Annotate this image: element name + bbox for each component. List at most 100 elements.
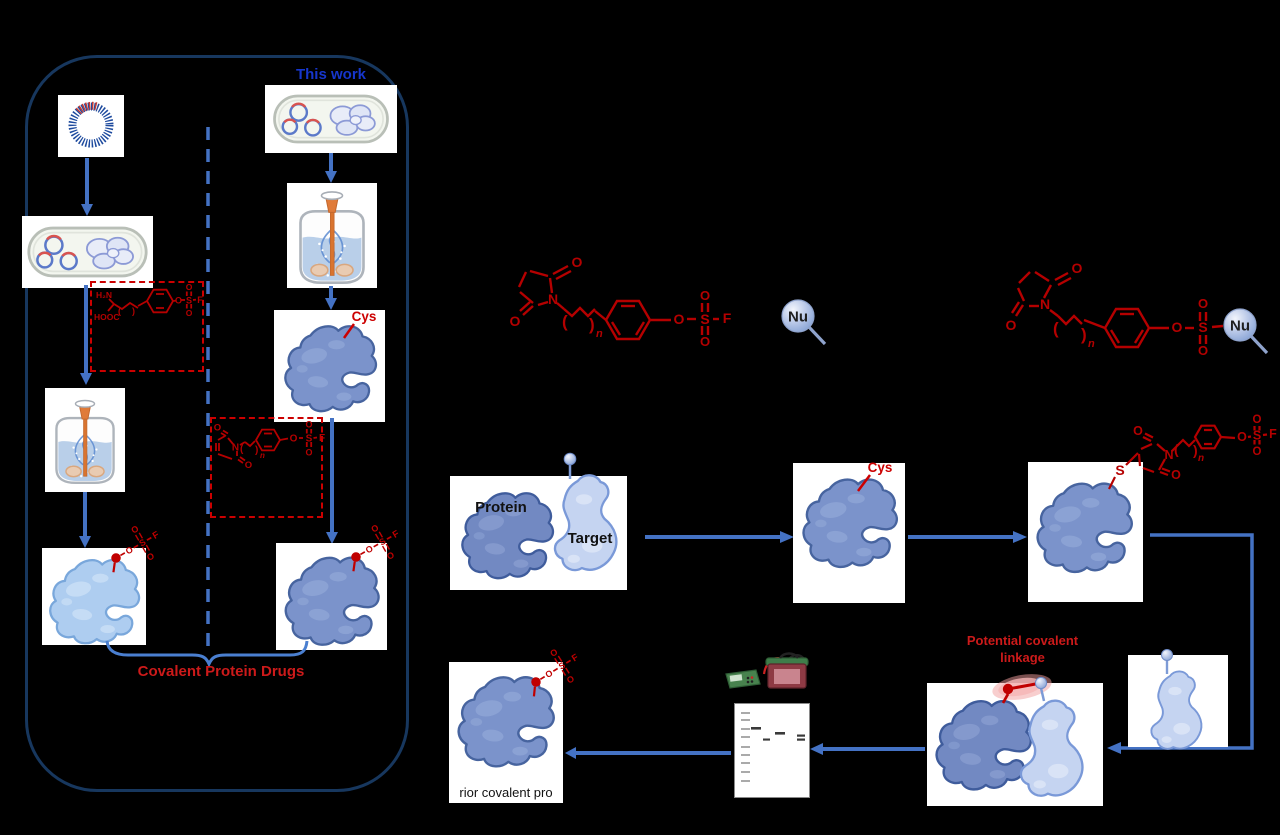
atom-O: O bbox=[1133, 424, 1143, 438]
cys-callout-panel: Cys bbox=[342, 309, 377, 339]
sub-n: n bbox=[1088, 338, 1095, 350]
arrow-pair-to-cys bbox=[645, 531, 794, 543]
atom-S: S bbox=[1198, 319, 1207, 335]
atom-O: O bbox=[510, 313, 521, 329]
panel-divider-dashed-line bbox=[206, 127, 210, 646]
atom-O: O bbox=[1006, 317, 1017, 333]
arrow-plasmid-to-bacteria bbox=[81, 158, 93, 216]
atom-O: O bbox=[175, 296, 182, 306]
paren-close: ) bbox=[1193, 442, 1198, 458]
atom-O: O bbox=[214, 423, 221, 434]
maleimide-structure: N O O ( ) n O S O O F bbox=[214, 420, 325, 472]
brace-covalent-drugs bbox=[105, 640, 309, 668]
atom-H2N: H₂N bbox=[96, 290, 112, 300]
arrow-bioreactor-to-product-left bbox=[79, 492, 91, 548]
atom-O: O bbox=[1072, 260, 1083, 276]
complex-target-light bbox=[1020, 700, 1083, 796]
bioreactor-box-left bbox=[45, 388, 125, 492]
this-work-label: This work bbox=[295, 66, 366, 83]
arrow-cys-to-conjugate bbox=[908, 531, 1027, 543]
sub-n: n bbox=[1198, 453, 1204, 464]
bioreactor-icon-left bbox=[55, 399, 115, 485]
atom-O: O bbox=[290, 434, 298, 445]
atom-S: S bbox=[700, 311, 709, 327]
atom-O: O bbox=[674, 311, 685, 327]
cys-label: Cys bbox=[352, 309, 377, 324]
atom-O: O bbox=[700, 288, 710, 303]
bottom-caption-fragment: rior covalent pro bbox=[459, 785, 553, 800]
sub-n: n bbox=[596, 328, 603, 340]
atom-O: O bbox=[305, 420, 312, 430]
potential-covalent-line2: linkage bbox=[1000, 650, 1045, 665]
atom-HOOC: HOOC bbox=[94, 312, 120, 322]
paren-open: ( bbox=[1174, 441, 1179, 457]
atom-O: O bbox=[1198, 296, 1208, 311]
plasmid-icon bbox=[68, 101, 114, 148]
comparison-panel bbox=[25, 55, 409, 792]
atom-O: O bbox=[1172, 319, 1183, 335]
bioreactor-box-right bbox=[287, 183, 377, 288]
protein-light-with-tag bbox=[50, 560, 140, 644]
atom-S: S bbox=[1115, 462, 1124, 478]
atom-O: O bbox=[1253, 446, 1262, 458]
fluorosulfate-tag-final bbox=[516, 637, 590, 706]
probe-nu-adduct-structure: N O O ( ) n O S O O bbox=[1006, 260, 1269, 358]
uaa-reagent-dashed-box bbox=[90, 281, 204, 372]
atom-N: N bbox=[1040, 296, 1050, 312]
bacteria-box-right bbox=[265, 85, 397, 153]
paren-open: ( bbox=[240, 444, 244, 455]
arrow-bacteria-to-bioreactor-left bbox=[80, 285, 92, 385]
target-light-blob bbox=[555, 475, 617, 571]
atom-O: O bbox=[1171, 468, 1181, 482]
atom-N: N bbox=[232, 443, 239, 454]
paren-open: ( bbox=[118, 306, 121, 316]
gel-box bbox=[734, 703, 810, 798]
gel-lanes bbox=[741, 712, 805, 782]
atom-O: O bbox=[1237, 430, 1247, 444]
atom-F: F bbox=[319, 433, 325, 444]
bacteria-icon-right bbox=[273, 94, 389, 144]
atom-O: O bbox=[245, 460, 252, 471]
maleimide-reagent-dashed-box bbox=[210, 417, 323, 518]
atom-O: O bbox=[572, 254, 583, 270]
atom-N: N bbox=[1164, 448, 1173, 462]
atom-F: F bbox=[723, 310, 732, 326]
covalent-linkage-glyph bbox=[992, 674, 1052, 704]
potential-covalent-linkage-label: Potential covalent linkage bbox=[950, 632, 1095, 666]
protein-label: Protein bbox=[475, 499, 527, 516]
atom-F: F bbox=[1269, 427, 1277, 441]
arrow-complex-to-gel bbox=[810, 743, 925, 755]
arrow-bacteria-to-bioreactor-right bbox=[325, 153, 337, 183]
atom-O: O bbox=[1253, 414, 1262, 426]
atom-S: S bbox=[186, 296, 192, 306]
target-small-blob bbox=[1151, 671, 1202, 749]
potential-covalent-line1: Potential covalent bbox=[966, 633, 1079, 648]
atom-O: O bbox=[186, 282, 193, 292]
atom-O: O bbox=[186, 308, 193, 318]
paren-close: ) bbox=[1081, 325, 1087, 344]
atom-F: F bbox=[197, 295, 203, 305]
atom-O: O bbox=[700, 334, 710, 349]
nucleophile-ball-attached bbox=[1222, 307, 1269, 355]
atom-O: O bbox=[305, 448, 312, 458]
fsy-structure: H₂N HOOC ( ) O S O O F bbox=[94, 282, 203, 322]
bioreactor-icon-right bbox=[299, 190, 365, 285]
sub-n: n bbox=[260, 451, 265, 460]
probe-structure: N O O ( ) n O S O O F bbox=[510, 254, 732, 349]
atom-S: S bbox=[306, 434, 313, 445]
paren-close: ) bbox=[589, 315, 595, 334]
protein-final-with-tag bbox=[458, 677, 554, 767]
arrow-gel-to-final bbox=[565, 747, 731, 759]
arrow-protein-to-product-right bbox=[326, 418, 338, 544]
covalent-protein-drugs-label: Covalent Protein Drugs bbox=[137, 663, 305, 680]
plasmid-box bbox=[58, 95, 124, 157]
paren-close: ) bbox=[255, 445, 258, 456]
paren-open: ( bbox=[562, 312, 568, 331]
cys-label: Cys bbox=[868, 460, 893, 475]
bacteria-box-left bbox=[22, 216, 153, 288]
atom-S: S bbox=[1253, 429, 1261, 443]
gel-apparatus-icon bbox=[725, 652, 809, 689]
cys-callout-scheme: Cys bbox=[857, 460, 893, 492]
paren-open: ( bbox=[1053, 319, 1059, 338]
